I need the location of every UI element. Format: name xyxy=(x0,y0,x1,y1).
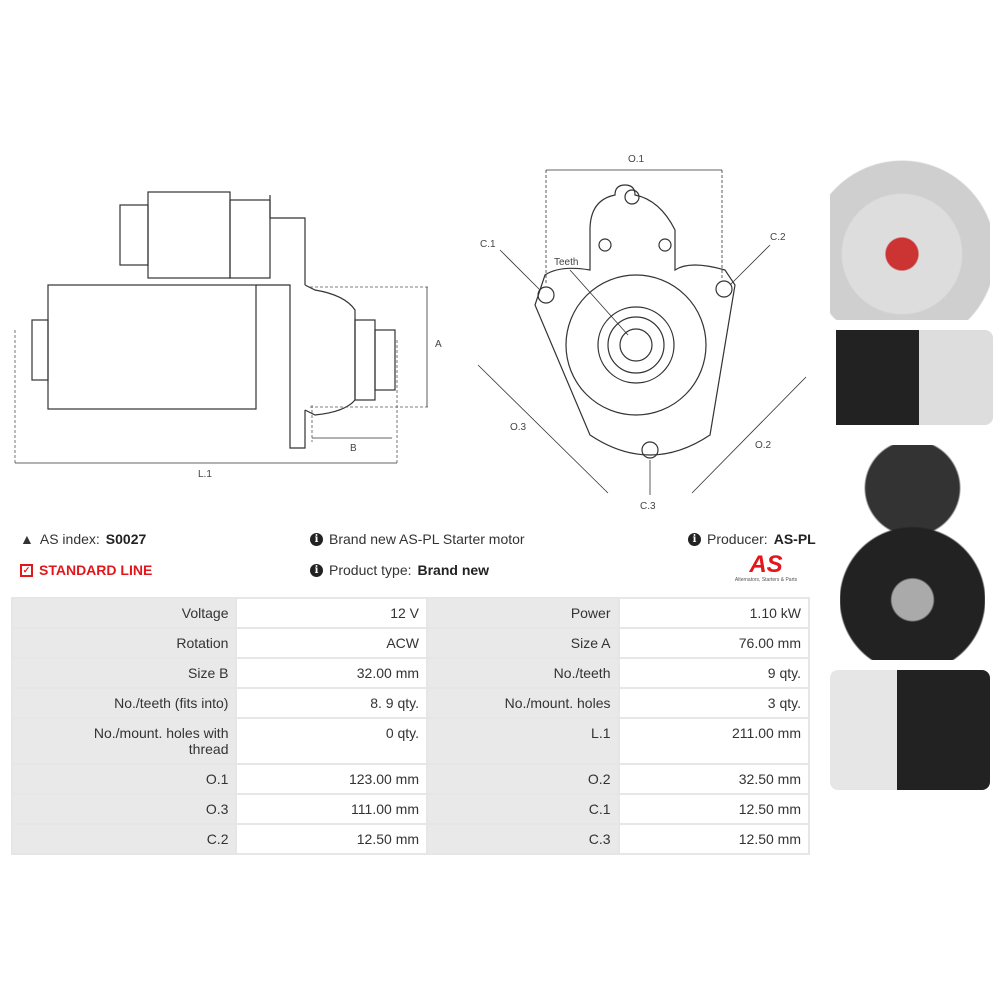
front-view-diagram: O.1 C.1 C.2 Teeth O.3 O.2 C.3 xyxy=(477,154,807,512)
spec-label: O.1 xyxy=(13,765,236,793)
checkbox-icon: ✓ xyxy=(20,563,33,577)
spec-value: 76.00 mm xyxy=(619,629,808,657)
spec-label: Power xyxy=(428,599,618,627)
spec-value: 9 qty. xyxy=(619,659,808,687)
product-type-value: Brand new xyxy=(417,562,490,578)
product-type: i Product type: Brand new xyxy=(310,562,489,578)
product-photo-angle[interactable] xyxy=(830,670,990,790)
spec-value: 211.00 mm xyxy=(619,719,808,763)
spec-value: 123.00 mm xyxy=(237,765,427,793)
label-o2: O.2 xyxy=(755,440,772,451)
spec-value: 0 qty. xyxy=(237,719,427,763)
producer-value: AS-PL xyxy=(773,531,816,547)
spec-label: C.3 xyxy=(428,825,618,853)
logo-text: AS xyxy=(749,551,783,578)
as-index-label: AS index: xyxy=(39,531,100,547)
spec-label: No./mount. holes with thread xyxy=(13,719,236,763)
as-index: ▲ AS index: S0027 xyxy=(20,531,146,547)
spec-label: L.1 xyxy=(428,719,618,763)
product-type-label: Product type: xyxy=(329,562,412,578)
spec-value: ACW xyxy=(237,629,427,657)
info-icon: i xyxy=(310,532,323,546)
product-photo-side[interactable] xyxy=(828,330,993,425)
label-a: A xyxy=(435,339,442,350)
description-text: Brand new AS-PL Starter motor xyxy=(329,531,525,547)
spec-value: 8. 9 qty. xyxy=(237,689,427,717)
label-teeth: Teeth xyxy=(554,257,578,268)
spec-value: 1.10 kW xyxy=(619,599,808,627)
label-o3: O.3 xyxy=(510,422,527,433)
spec-label: C.2 xyxy=(13,825,236,853)
spec-label: Rotation xyxy=(13,629,236,657)
as-index-value: S0027 xyxy=(105,531,147,547)
tag-icon: ▲ xyxy=(20,531,34,547)
description: i Brand new AS-PL Starter motor xyxy=(310,531,525,547)
spec-value: 111.00 mm xyxy=(237,795,427,823)
label-b: B xyxy=(350,443,357,454)
logo-tagline: Alternators, Starters & Parts xyxy=(734,577,798,583)
product-photo-rear[interactable] xyxy=(840,445,985,660)
side-view-diagram: B A L.1 xyxy=(14,191,442,480)
product-photo-front[interactable] xyxy=(830,155,990,320)
label-c1: C.1 xyxy=(480,239,496,250)
label-o1: O.1 xyxy=(628,154,645,165)
info-icon: i xyxy=(688,532,701,546)
producer: i Producer: AS-PL xyxy=(688,531,816,547)
spec-value: 12.50 mm xyxy=(619,795,808,823)
spec-value: 12 V xyxy=(237,599,427,627)
spec-label: Voltage xyxy=(13,599,236,627)
label-c2: C.2 xyxy=(770,232,786,243)
spec-label: No./teeth xyxy=(428,659,618,687)
spec-label: O.3 xyxy=(13,795,236,823)
producer-label: Producer: xyxy=(707,531,768,547)
line-label: STANDARD LINE xyxy=(39,562,153,578)
spec-label: Size B xyxy=(13,659,236,687)
label-l1: L.1 xyxy=(198,469,212,480)
info-icon: i xyxy=(310,563,323,577)
label-c3: C.3 xyxy=(640,501,656,512)
spec-value: 32.50 mm xyxy=(619,765,808,793)
spec-value: 3 qty. xyxy=(619,689,808,717)
spec-value: 12.50 mm xyxy=(619,825,808,853)
spec-label: Size A xyxy=(428,629,618,657)
as-pl-logo: AS Alternators, Starters & Parts xyxy=(720,551,812,584)
spec-value: 12.50 mm xyxy=(237,825,427,853)
spec-label: O.2 xyxy=(428,765,618,793)
spec-label: C.1 xyxy=(428,795,618,823)
table-row: No./teeth (fits into)8. 9 qty.No./mount.… xyxy=(13,689,808,717)
standard-line-badge: ✓ STANDARD LINE xyxy=(20,562,152,578)
spec-label: No./mount. holes xyxy=(428,689,618,717)
spec-label: No./teeth (fits into) xyxy=(13,689,236,717)
spec-value: 32.00 mm xyxy=(237,659,427,687)
